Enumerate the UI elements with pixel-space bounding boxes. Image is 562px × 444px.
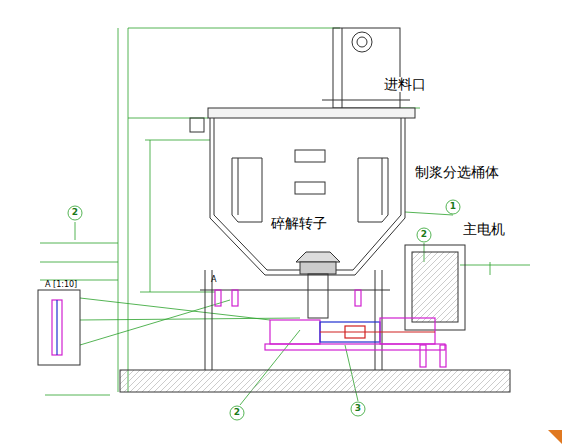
- part-name: 碎解转子: [270, 216, 328, 231]
- callout-number: 1: [446, 202, 460, 212]
- part-name: 进料口: [383, 77, 427, 92]
- callout-number: 2: [230, 408, 244, 418]
- callout-number: 2: [417, 230, 431, 240]
- callout-number: 3: [351, 404, 365, 414]
- detail-label: A [1:10]: [45, 281, 77, 290]
- part-name: 主电机: [462, 222, 506, 237]
- callout-number: 2: [68, 208, 82, 218]
- section-mark: A: [211, 276, 216, 285]
- part-name: 制浆分选桶体: [414, 165, 500, 180]
